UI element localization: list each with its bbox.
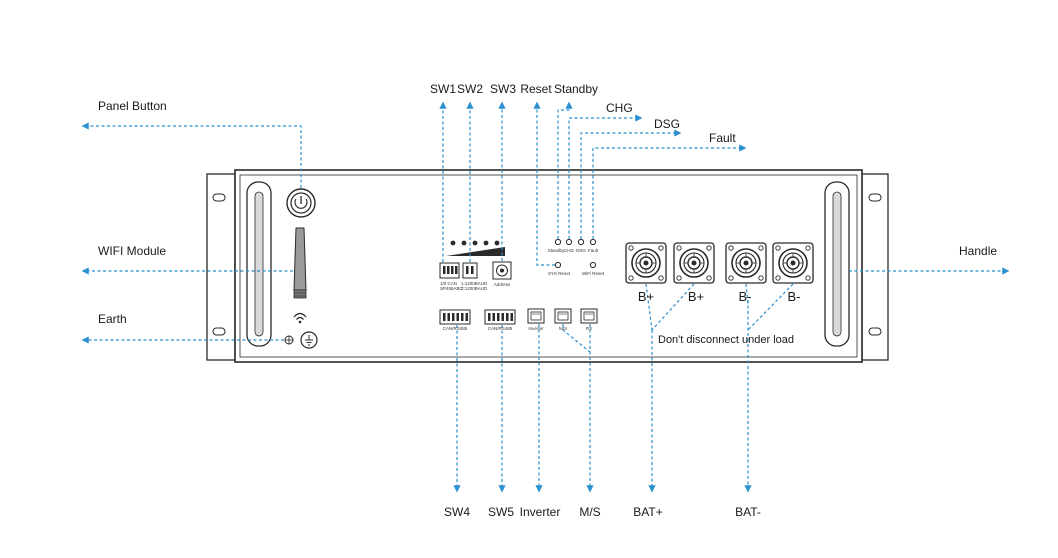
bat-plus-label: BAT+: [633, 505, 663, 519]
right-rack-ear: [861, 173, 889, 361]
sw1-label: SW1: [429, 82, 457, 96]
bat-minus-label: BAT-: [735, 505, 761, 519]
port-label-rs: RS: [585, 326, 593, 331]
terminal-b-minus-2: [772, 242, 814, 284]
wifi-icon: [293, 312, 307, 324]
wifi-antenna: [293, 227, 307, 299]
led-label-fault: Fault: [587, 248, 599, 253]
terminal-b-plus-1: [625, 242, 667, 284]
inverter-port[interactable]: [527, 308, 545, 324]
dip-switch-sw5[interactable]: [484, 309, 516, 325]
soc-indicator: [446, 240, 505, 256]
leader-lines: [81, 101, 1010, 493]
rs-port[interactable]: [580, 308, 598, 324]
earth-label: Earth: [98, 312, 127, 326]
port-label-sw5: CAN/RS485: [487, 326, 513, 331]
status-leds: [554, 238, 597, 246]
right-handle: [824, 181, 850, 347]
left-rack-ear: [206, 173, 236, 361]
port-label-ms: M/S: [558, 326, 568, 331]
sw3-label: SW3: [489, 82, 517, 96]
dip-switch-sw4[interactable]: [439, 309, 471, 325]
led-label-dsg: DSG: [576, 248, 586, 253]
sw-can-label: 1/0 CAN SP485ABC: [440, 281, 463, 291]
chg-label: CHG: [606, 101, 633, 115]
led-label-standby: Standby: [547, 248, 565, 253]
earth-terminal: [300, 331, 318, 349]
sw4-label: SW4: [443, 505, 471, 519]
fault-label: Fault: [709, 131, 736, 145]
terminal-label-3: B-: [738, 289, 752, 304]
address-label: Address: [493, 282, 511, 287]
dsg-label: DSG: [654, 117, 681, 131]
panel-button[interactable]: [286, 188, 316, 218]
wifi-reset-button[interactable]: [589, 261, 597, 269]
sw-rs-label: 1:1200BAUD 2:1200BAUD: [461, 281, 488, 291]
wifi-module-label: WIFI Module: [98, 244, 167, 258]
reset-label: Reset: [520, 82, 552, 96]
sw5-label: SW5: [487, 505, 515, 519]
sys-reset-button[interactable]: [554, 261, 562, 269]
standby-label: Standby: [553, 82, 599, 96]
earth-icon: [284, 335, 294, 345]
handle-label: Handle: [959, 244, 998, 258]
dip-switch-sw1[interactable]: [439, 262, 460, 279]
wifi-reset-label: WiFi Reset: [581, 271, 605, 276]
panel-button-label: Panel Button: [98, 99, 167, 113]
terminal-label-4: B-: [787, 289, 801, 304]
port-label-inverter: Inverter: [528, 326, 544, 331]
terminal-label-2: B+: [687, 289, 705, 304]
terminal-label-1: B+: [637, 289, 655, 304]
left-handle: [246, 181, 272, 347]
sw2-label: SW2: [456, 82, 484, 96]
sys-reset-label: SYS Reset: [547, 271, 571, 276]
port-label-sw4: CAN/RS485: [442, 326, 468, 331]
address-knob-sw3[interactable]: [492, 261, 512, 280]
warning-note: Don't disconnect under load: [658, 334, 795, 346]
led-label-chg: CHG: [564, 248, 574, 253]
ms-port[interactable]: [554, 308, 572, 324]
terminal-b-plus-2: [673, 242, 715, 284]
ms-label: M/S: [579, 505, 601, 519]
dip-switch-sw2[interactable]: [462, 262, 478, 279]
terminal-b-minus-1: [725, 242, 767, 284]
inverter-label: Inverter: [519, 505, 561, 519]
